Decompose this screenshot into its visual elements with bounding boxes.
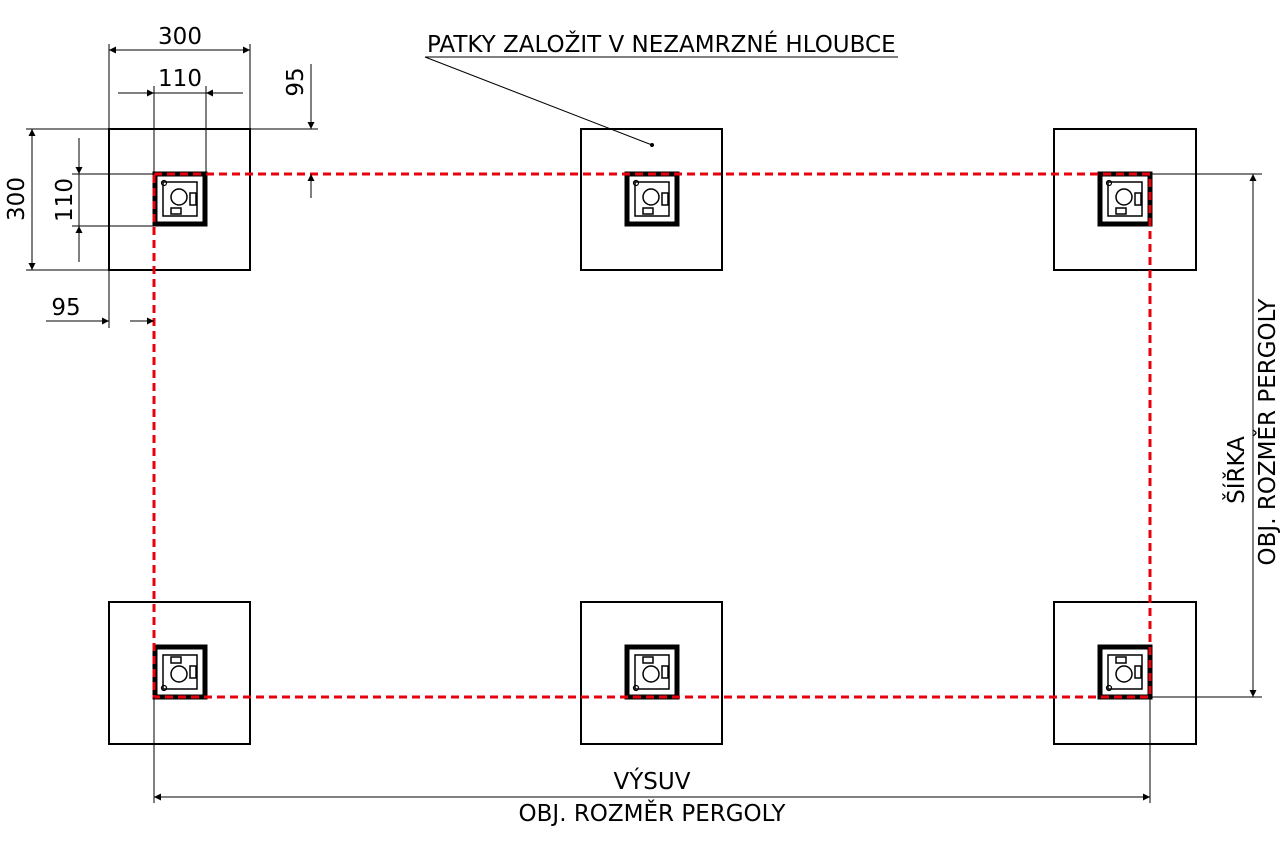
- footing-top-left: [108, 128, 251, 271]
- dimension-overall-width: ŠÍŘKA OBJ. ROZMĚR PERGOLY: [1150, 173, 1281, 698]
- dimension-overall-length: VÝSUV OBJ. ROZMĚR PERGOLY: [153, 697, 1151, 827]
- dimension-offset-left: 95: [46, 270, 154, 328]
- footing-note: PATKY ZALOŽIT V NEZAMRZNÉ HLOUBCE: [424, 30, 898, 147]
- dimension-post-width: 110: [118, 66, 243, 174]
- dimension-post-height: 110: [52, 138, 154, 262]
- dimension-offset-top: 95: [250, 64, 318, 198]
- pad-width-value: 300: [158, 24, 202, 50]
- footing-bottom-middle: [580, 601, 723, 745]
- post-height-value: 110: [52, 178, 78, 222]
- width-title: ŠÍŘKA: [1222, 436, 1250, 504]
- footing-bottom-left: [108, 601, 251, 745]
- length-title: VÝSUV: [614, 767, 691, 795]
- footing-note-text: PATKY ZALOŽIT V NEZAMRZNÉ HLOUBCE: [427, 30, 896, 58]
- dimension-pad-height: 300: [4, 128, 109, 271]
- footing-top-right: [1053, 128, 1197, 271]
- footing-top-middle: [580, 128, 723, 271]
- offset-top-value: 95: [283, 67, 309, 96]
- width-subtitle: OBJ. ROZMĚR PERGOLY: [1253, 298, 1281, 566]
- dimension-pad-width: 300: [108, 24, 251, 129]
- post-width-value: 110: [158, 66, 202, 92]
- length-subtitle: OBJ. ROZMĚR PERGOLY: [519, 799, 787, 827]
- pergola-outline: [152, 172, 1152, 699]
- footing-bottom-right: [1053, 601, 1197, 745]
- pad-height-value: 300: [4, 177, 30, 221]
- offset-left-value: 95: [51, 295, 80, 321]
